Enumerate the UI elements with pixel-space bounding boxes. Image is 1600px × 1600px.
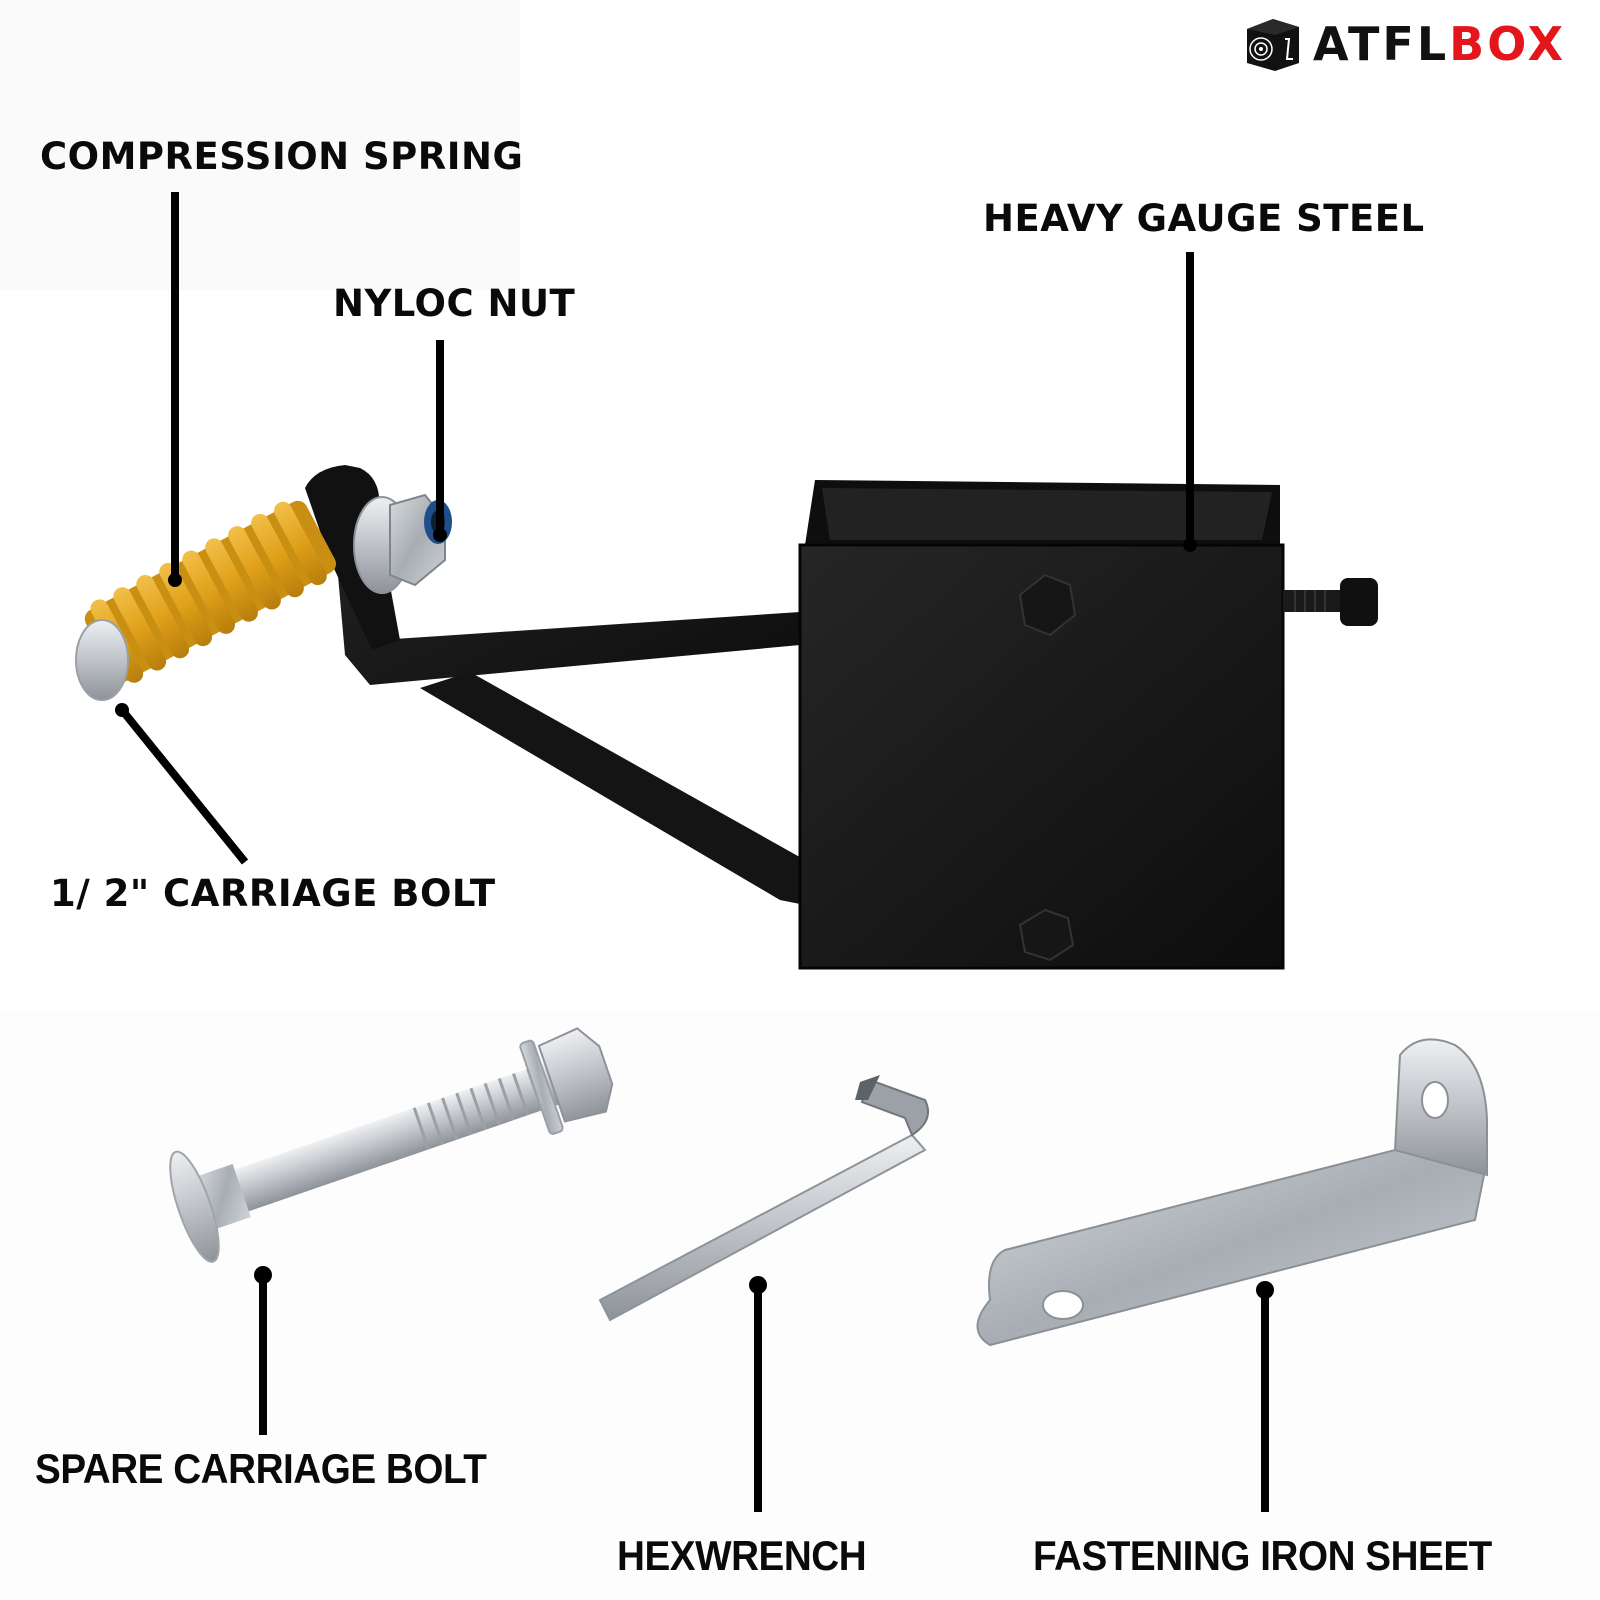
label-compression-spring: COMPRESSION SPRING xyxy=(40,135,524,178)
label-hexwrench: HEXWRENCH xyxy=(617,1532,867,1579)
hex-bolt-lower xyxy=(1018,908,1075,962)
fastening-iron-sheet xyxy=(976,1038,1488,1347)
leader-lines xyxy=(115,192,1274,1512)
spare-carriage-bolt xyxy=(169,1027,614,1263)
carriage-bolt-head xyxy=(75,619,129,701)
heavy-gauge-steel-box xyxy=(798,480,1378,970)
compression-spring xyxy=(75,500,336,701)
label-carriage-bolt: 1/ 2" CARRIAGE BOLT xyxy=(50,872,496,915)
backdrop-panel xyxy=(0,0,520,290)
label-fastening-iron-sheet: FASTENING IRON SHEET xyxy=(1033,1532,1492,1579)
brand-name-primary: ATFL xyxy=(1313,17,1450,71)
brand-logo: ATFL BOX xyxy=(1243,14,1566,74)
leader-carriage-bolt xyxy=(118,707,249,865)
brand-name-accent: BOX xyxy=(1449,17,1567,71)
label-heavy-gauge-steel: HEAVY GAUGE STEEL xyxy=(983,197,1425,240)
label-nyloc-nut: NYLOC NUT xyxy=(333,282,576,325)
label-spare-carriage-bolt: SPARE CARRIAGE BOLT xyxy=(35,1445,487,1492)
set-screw xyxy=(1283,590,1343,612)
target-cube-icon xyxy=(1247,19,1299,71)
hex-bolt-upper xyxy=(1018,573,1077,637)
hex-wrench xyxy=(598,1075,929,1322)
